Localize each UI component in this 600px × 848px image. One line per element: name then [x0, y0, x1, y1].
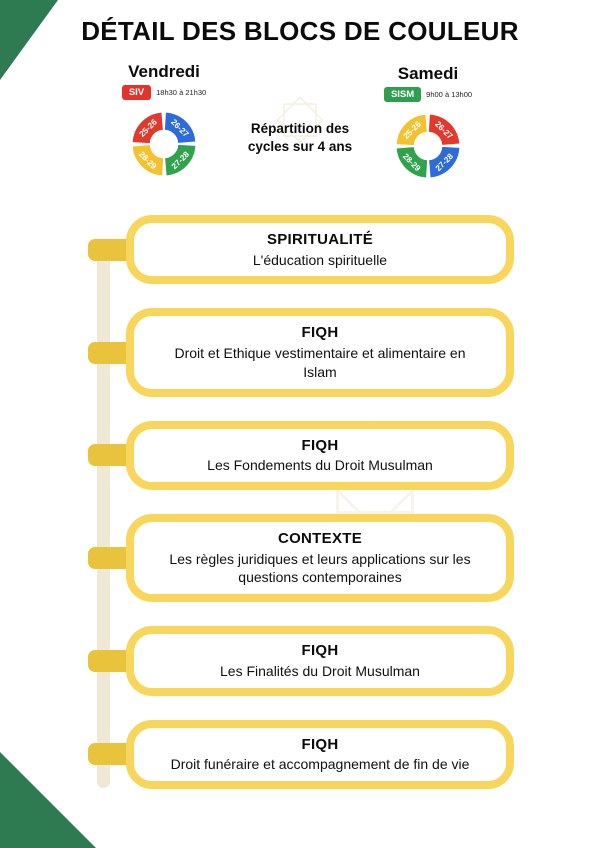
wheel-segment — [132, 112, 196, 176]
session-day: Vendredi — [128, 62, 200, 81]
block-card: FIQH Les Finalités du Droit Musulman — [126, 626, 514, 696]
wheel-segment — [396, 114, 460, 178]
center-note-line2: cycles sur 4 ans — [247, 139, 353, 155]
session-badge: SISM — [383, 87, 422, 103]
page-title: DÉTAIL DES BLOCS DE COULEUR — [81, 16, 519, 46]
block-title: SPIRITUALITÉ — [266, 231, 374, 248]
corner-triangle-bottom-left — [0, 752, 96, 848]
timeline-block: FIQH Droit funéraire et accompagnement d… — [88, 719, 514, 790]
block-title: FIQH — [301, 436, 339, 454]
session-samedi: Samedi SISM 9h00 à 13h00 25-26 26-27 27-… — [350, 64, 506, 191]
cycle-wheel: 25-26 26-27 27-28 28-29 — [132, 112, 196, 176]
block-card: FIQH Droit et Ethique vestimentaire et a… — [126, 308, 514, 397]
wheel-segment — [396, 114, 460, 178]
block-card: FIQH Droit funéraire et accompagnement d… — [126, 719, 514, 790]
wheel-segment — [132, 112, 196, 176]
timeline-block: SPIRITUALITÉ L'éducation spirituelle — [88, 215, 514, 285]
wheel-segment — [132, 112, 196, 176]
timeline-block: FIQH Les Finalités du Droit Musulman — [88, 626, 514, 696]
session-schedule: SISM 9h00 à 13h00 — [350, 87, 506, 103]
session-day: Samedi — [397, 64, 459, 83]
block-title: FIQH — [301, 324, 339, 342]
session-time: 9h00 à 13h00 — [426, 90, 473, 100]
session-badge: SIV — [121, 85, 152, 101]
cycle-wheel: 25-26 26-27 27-28 28-29 — [396, 114, 460, 178]
block-subtitle: Droit et Ethique vestimentaire et alimen… — [174, 344, 466, 380]
block-subtitle: Les règles juridiques et leurs applicati… — [169, 550, 471, 586]
timeline-block: CONTEXTE Les règles juridiques et leurs … — [88, 514, 514, 603]
center-note: Répartition des cycles sur 4 ans — [232, 120, 368, 156]
watermark-star-icon — [276, 96, 324, 144]
block-subtitle: L'éducation spirituelle — [252, 251, 388, 268]
center-note-line1: Répartition des — [250, 121, 350, 136]
timeline-blocks: SPIRITUALITÉ L'éducation spirituelle FIQ… — [88, 215, 514, 813]
wheel-segment — [132, 112, 196, 176]
session-schedule: SIV 18h30 à 21h30 — [86, 85, 242, 101]
block-title: FIQH — [301, 735, 339, 753]
block-title: CONTEXTE — [277, 530, 363, 548]
block-card: SPIRITUALITÉ L'éducation spirituelle — [126, 215, 514, 285]
block-card: CONTEXTE Les règles juridiques et leurs … — [126, 514, 514, 603]
block-card: FIQH Les Fondements du Droit Musulman — [126, 420, 514, 491]
session-vendredi: Vendredi SIV 18h30 à 21h30 25-26 26-27 2… — [86, 62, 242, 189]
session-time: 18h30 à 21h30 — [156, 88, 207, 98]
block-subtitle: Les Fondements du Droit Musulman — [207, 457, 433, 474]
block-subtitle: Les Finalités du Droit Musulman — [220, 662, 420, 679]
timeline-block: FIQH Droit et Ethique vestimentaire et a… — [88, 308, 514, 397]
block-title: FIQH — [301, 642, 339, 660]
block-subtitle: Droit funéraire et accompagnement de fin… — [170, 756, 470, 773]
timeline-block: FIQH Les Fondements du Droit Musulman — [88, 420, 514, 491]
